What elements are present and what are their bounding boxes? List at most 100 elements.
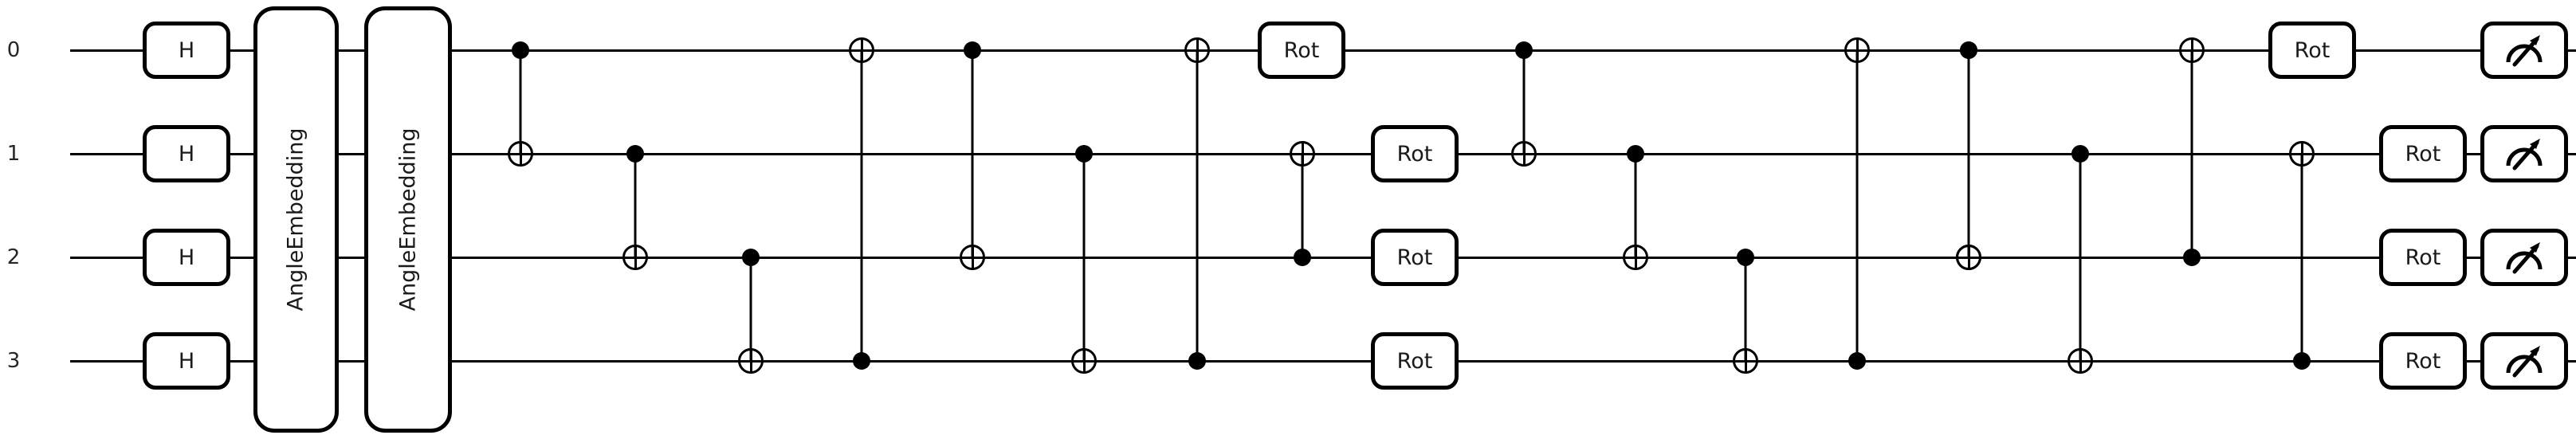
measure-gate-m0[interactable] xyxy=(2480,22,2568,79)
cnot-target-cx-6[interactable] xyxy=(1071,348,1097,374)
gate-label-rot3a: Rot xyxy=(1396,348,1433,374)
gate-rot3b[interactable]: Rot xyxy=(2379,332,2467,390)
cnot-link-cx-14 xyxy=(1967,50,1970,257)
cnot-target-cx-7[interactable] xyxy=(1184,37,1210,63)
gate-ae2[interactable]: AngleEmbedding xyxy=(364,6,452,433)
gate-h1[interactable]: H xyxy=(143,125,230,182)
cnot-control-cx-3[interactable] xyxy=(742,249,760,266)
measure-gate-m2[interactable] xyxy=(2480,229,2568,286)
gate-label-rot1b: Rot xyxy=(2405,141,2441,167)
gate-rot0b[interactable]: Rot xyxy=(2268,22,2356,79)
cnot-link-cx-7 xyxy=(1196,50,1199,361)
cnot-target-cx-10[interactable] xyxy=(1623,245,1648,270)
gate-label-h2: H xyxy=(178,245,195,270)
measure-gate-m3[interactable] xyxy=(2480,332,2568,390)
cnot-target-vbar xyxy=(2300,141,2303,167)
cnot-target-vbar xyxy=(634,245,637,270)
measure-icon xyxy=(2506,139,2543,171)
cnot-link-cx-6 xyxy=(1082,154,1086,361)
cnot-control-cx-2[interactable] xyxy=(626,145,644,163)
cnot-control-cx-14[interactable] xyxy=(1960,41,1977,59)
gate-rot1b[interactable]: Rot xyxy=(2379,125,2467,182)
cnot-target-cx-15[interactable] xyxy=(2067,348,2093,374)
cnot-target-cx-17[interactable] xyxy=(2289,141,2315,167)
gate-rot0a[interactable]: Rot xyxy=(1258,22,1345,79)
gate-label-rot2b: Rot xyxy=(2405,245,2441,270)
cnot-link-cx-8 xyxy=(1301,154,1304,257)
cnot-control-cx-9[interactable] xyxy=(1515,41,1533,59)
cnot-target-vbar xyxy=(1855,37,1859,63)
gate-h0[interactable]: H xyxy=(143,22,230,79)
gate-label-rot3b: Rot xyxy=(2405,348,2441,374)
cnot-target-cx-16[interactable] xyxy=(2179,37,2205,63)
cnot-target-vbar xyxy=(971,245,974,270)
cnot-target-cx-12[interactable] xyxy=(1844,37,1870,63)
measure-icon xyxy=(2506,346,2543,378)
cnot-control-cx-16[interactable] xyxy=(2183,249,2201,266)
measure-gate-m1[interactable] xyxy=(2480,125,2568,182)
cnot-control-cx-12[interactable] xyxy=(1848,352,1866,370)
qubit-label-0: 0 xyxy=(6,38,21,62)
measure-icon xyxy=(2506,35,2543,67)
gate-label-rot1a: Rot xyxy=(1396,141,1433,167)
gate-h3[interactable]: H xyxy=(143,332,230,390)
cnot-target-vbar xyxy=(1196,37,1199,63)
cnot-link-cx-12 xyxy=(1855,50,1859,361)
gate-rot2b[interactable]: Rot xyxy=(2379,229,2467,286)
gate-rot3a[interactable]: Rot xyxy=(1371,332,1459,390)
cnot-link-cx-15 xyxy=(2079,154,2082,361)
cnot-target-vbar xyxy=(1967,245,1970,270)
gate-label-ae1: AngleEmbedding xyxy=(283,127,308,312)
cnot-link-cx-4 xyxy=(860,50,863,361)
cnot-target-vbar xyxy=(519,141,522,167)
cnot-link-cx-5 xyxy=(971,50,974,257)
cnot-link-cx-9 xyxy=(1522,50,1526,154)
cnot-control-cx-4[interactable] xyxy=(853,352,870,370)
cnot-target-cx-2[interactable] xyxy=(622,245,648,270)
cnot-control-cx-7[interactable] xyxy=(1188,352,1206,370)
gate-label-h3: H xyxy=(178,348,195,374)
cnot-target-cx-8[interactable] xyxy=(1290,141,1315,167)
cnot-target-vbar xyxy=(2079,348,2082,374)
qubit-wire-3 xyxy=(70,359,2576,363)
cnot-link-cx-2 xyxy=(634,154,637,257)
gate-label-ae2: AngleEmbedding xyxy=(395,127,421,312)
cnot-control-cx-17[interactable] xyxy=(2293,352,2311,370)
cnot-target-cx-4[interactable] xyxy=(849,37,874,63)
cnot-target-cx-9[interactable] xyxy=(1511,141,1537,167)
cnot-control-cx-11[interactable] xyxy=(1737,249,1754,266)
gate-ae1[interactable]: AngleEmbedding xyxy=(253,6,339,433)
cnot-link-cx-16 xyxy=(2190,50,2193,257)
gate-rot2a[interactable]: Rot xyxy=(1371,229,1459,286)
cnot-control-cx-5[interactable] xyxy=(964,41,981,59)
measure-icon xyxy=(2506,242,2543,274)
cnot-target-cx-14[interactable] xyxy=(1956,245,1981,270)
gate-label-rot2a: Rot xyxy=(1396,245,1433,270)
cnot-target-vbar xyxy=(749,348,752,374)
qubit-label-2: 2 xyxy=(6,245,21,269)
cnot-control-cx-8[interactable] xyxy=(1294,249,1311,266)
cnot-control-cx-1[interactable] xyxy=(512,41,529,59)
qubit-wire-2 xyxy=(70,256,2576,259)
cnot-link-cx-11 xyxy=(1744,257,1747,361)
cnot-control-cx-6[interactable] xyxy=(1075,145,1093,163)
cnot-control-cx-10[interactable] xyxy=(1627,145,1644,163)
cnot-link-cx-3 xyxy=(749,257,752,361)
gate-h2[interactable]: H xyxy=(143,229,230,286)
cnot-target-cx-1[interactable] xyxy=(508,141,533,167)
gate-rot1a[interactable]: Rot xyxy=(1371,125,1459,182)
cnot-target-cx-5[interactable] xyxy=(960,245,985,270)
cnot-link-cx-10 xyxy=(1634,154,1637,257)
cnot-target-vbar xyxy=(1082,348,1086,374)
qubit-label-1: 1 xyxy=(6,142,21,166)
gate-label-rot0a: Rot xyxy=(1283,37,1320,63)
cnot-target-cx-11[interactable] xyxy=(1733,348,1758,374)
qubit-label-3: 3 xyxy=(6,349,21,373)
cnot-target-vbar xyxy=(1744,348,1747,374)
cnot-control-cx-15[interactable] xyxy=(2071,145,2089,163)
cnot-link-cx-1 xyxy=(519,50,522,154)
cnot-target-vbar xyxy=(1301,141,1304,167)
cnot-target-cx-3[interactable] xyxy=(738,348,764,374)
cnot-target-vbar xyxy=(860,37,863,63)
